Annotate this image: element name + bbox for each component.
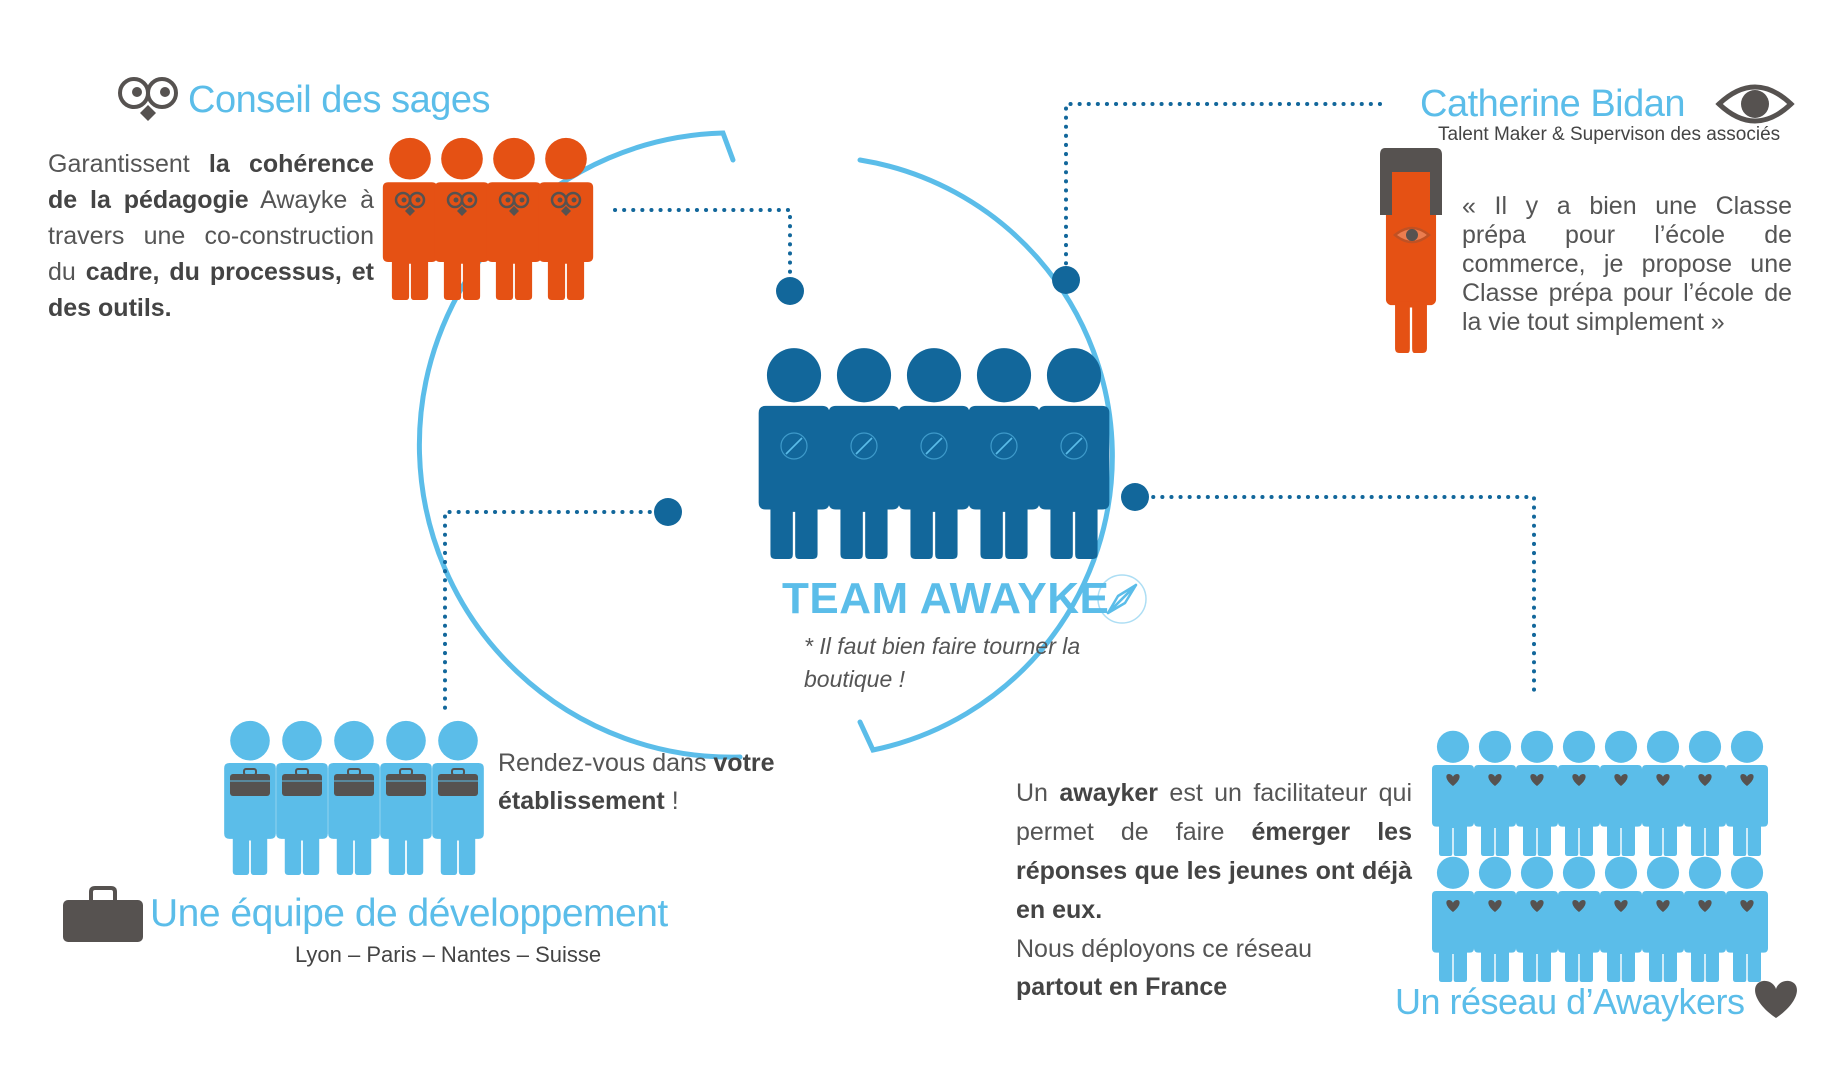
glasses-owl-icon <box>118 77 178 121</box>
sage-person <box>382 137 438 300</box>
awayker-person <box>1432 730 1474 856</box>
node-conseil <box>776 277 804 305</box>
reseau-text-part: Un <box>1016 779 1060 807</box>
sage-person <box>434 137 490 300</box>
catherine-title: Catherine Bidan <box>1420 83 1686 125</box>
reseau-title: Un réseau d’Awaykers <box>1395 981 1745 1022</box>
catherine-quote: « Il y a bien une Classe prépa pour l’éc… <box>1462 192 1792 336</box>
dev-person <box>432 720 484 875</box>
equipe-group <box>224 720 484 875</box>
conseil-text-bold: la cohérence de la pédagogie <box>48 150 375 214</box>
conseil-description: Garantissent la cohérence de la pédagogi… <box>48 146 374 326</box>
reseau-text-bold: émerger les réponses que les jeunes ont … <box>1016 818 1412 924</box>
eye-icon <box>1715 84 1795 124</box>
equipe-text-part: ! <box>664 787 679 815</box>
awayker-person <box>1474 856 1516 982</box>
sages-group <box>382 137 594 300</box>
reseau-description: Un awayker est un facilitateur qui perme… <box>1016 774 1412 930</box>
awayker-person <box>1516 730 1558 856</box>
connectors <box>443 102 1536 714</box>
awayker-person <box>1474 730 1516 856</box>
node-equipe <box>654 498 682 526</box>
reseau-text-bold: awayker <box>1059 779 1159 807</box>
reseau-text-bold: partout en France <box>1016 973 1228 1001</box>
dev-person <box>276 720 328 875</box>
awayker-person <box>1642 730 1684 856</box>
team-person <box>1038 348 1110 559</box>
dev-person <box>380 720 432 875</box>
team-group <box>758 348 1110 559</box>
dev-person <box>224 720 276 875</box>
conseil-title: Conseil des sages <box>188 79 491 121</box>
awayker-person <box>1600 856 1642 982</box>
awayker-person <box>1600 730 1642 856</box>
compass-icon <box>1097 574 1147 624</box>
awayker-person <box>1516 856 1558 982</box>
equipe-text-part: Rendez-vous dans <box>498 749 714 777</box>
connector-catherine <box>1064 102 1382 267</box>
connector-conseil <box>613 208 792 287</box>
conseil-text-part: Garantissent <box>48 150 209 178</box>
team-person <box>968 348 1040 559</box>
team-note: * Il faut bien faire tourner la boutique… <box>804 633 1081 692</box>
equipe-title: Une équipe de développement <box>150 892 668 935</box>
awayker-person <box>1558 856 1600 982</box>
node-reseau <box>1121 483 1149 511</box>
dev-person <box>328 720 380 875</box>
reseau-text-part: Nous déployons ce réseau <box>1016 935 1313 963</box>
awayker-person <box>1726 856 1768 982</box>
reseau-group <box>1432 730 1768 982</box>
team-person <box>758 348 830 559</box>
awayker-person <box>1558 730 1600 856</box>
catherine-subtitle: Talent Maker & Supervison des associés <box>1438 124 1781 145</box>
reseau-text-part: est un facilitateur qui permet de faire <box>1016 779 1413 846</box>
team-person <box>828 348 900 559</box>
heart-icon <box>1755 980 1797 1018</box>
awayker-person <box>1432 856 1474 982</box>
team-title: TEAM AWAYKE <box>782 574 1110 623</box>
reseau-description-2: Nous déployons ce réseau partout en Fran… <box>1016 930 1416 1006</box>
connector-equipe <box>443 510 670 714</box>
team-person <box>898 348 970 559</box>
sage-person <box>538 137 594 300</box>
briefcase-icon <box>63 886 143 942</box>
awayker-person <box>1684 856 1726 982</box>
ring-right-arc <box>857 157 1115 753</box>
catherine-figure <box>1380 148 1442 353</box>
ring-left-arc <box>416 130 743 760</box>
conseil-text-part: Awayke à travers une co-construction du <box>48 186 374 286</box>
equipe-text-bold: votre établissement <box>498 749 775 815</box>
awayker-person <box>1726 730 1768 856</box>
node-catherine <box>1052 266 1080 294</box>
equipe-description: Rendez-vous dans votre établissement ! <box>498 744 788 820</box>
connector-reseau <box>1133 495 1536 692</box>
equipe-cities: Lyon – Paris – Nantes – Suisse <box>295 942 602 967</box>
awayker-person <box>1642 856 1684 982</box>
awayker-person <box>1684 730 1726 856</box>
conseil-text-bold: cadre, du processus, et des outils. <box>48 258 374 322</box>
sage-person <box>486 137 542 300</box>
